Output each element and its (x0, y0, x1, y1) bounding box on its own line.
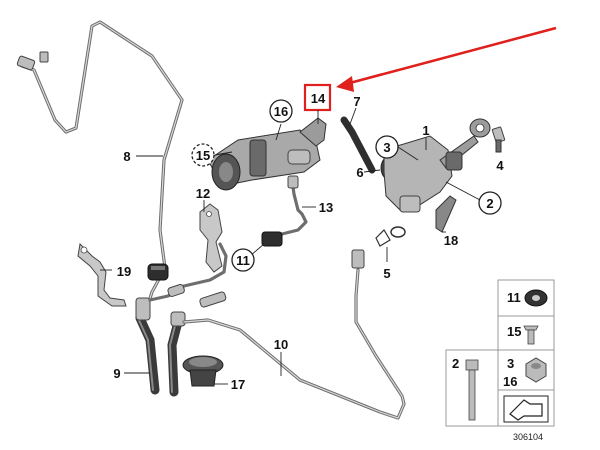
callout-circle-15 (191, 143, 215, 167)
bracket-part-19 (77, 242, 127, 307)
highlight-box (303, 83, 332, 112)
leader-16 (275, 123, 282, 141)
legend-label-3: 3 (507, 356, 514, 371)
label-12: 12 (196, 186, 210, 201)
label-6: 6 (356, 165, 363, 180)
clip-part-5 (375, 226, 406, 247)
label-8: 8 (123, 149, 130, 164)
leader-7 (349, 107, 357, 125)
label-10: 10 (274, 337, 288, 352)
label-11: 11 (236, 253, 250, 268)
plate-part-18 (435, 195, 457, 233)
label-13: 13 (319, 200, 333, 215)
highlight-arrow (336, 26, 557, 92)
grommet (147, 263, 169, 281)
fastener-legend (445, 279, 555, 427)
label-4: 4 (496, 158, 504, 173)
label-7: 7 (353, 94, 360, 109)
legend-label-2: 2 (452, 356, 459, 371)
label-18: 18 (444, 233, 458, 248)
label-9: 9 (113, 366, 120, 381)
bolt-part-4 (491, 126, 506, 153)
legend-label-15: 15 (507, 324, 521, 339)
callout-circle-2 (478, 191, 502, 215)
legend-label-16: 16 (503, 374, 517, 389)
label-19: 19 (117, 264, 131, 279)
hose-part-9 (135, 297, 186, 397)
leader-3 (397, 146, 419, 161)
label-15: 15 (196, 148, 210, 163)
callout-circle-16 (269, 99, 293, 123)
legend-label-11: 11 (507, 290, 521, 305)
label-2: 2 (486, 196, 493, 211)
label-1: 1 (422, 123, 429, 138)
leader-15 (214, 151, 233, 156)
hose-part-7 (340, 116, 376, 174)
label-17: 17 (231, 377, 245, 392)
label-14: 14 (311, 91, 326, 106)
callout-circle-11 (231, 248, 255, 272)
mount-part-17 (182, 355, 224, 387)
pipe-part-10 (148, 242, 406, 420)
leader-2 (445, 181, 481, 201)
callout-circle-3 (375, 135, 399, 159)
slave-cylinder-part-14 (207, 117, 327, 191)
master-cylinder-part-1 (383, 118, 491, 213)
pipe-part-8 (16, 20, 184, 310)
bracket-part-12 (199, 203, 223, 273)
label-5: 5 (383, 266, 390, 281)
diagram-number: 306104 (513, 432, 543, 442)
pipe-part-13 (261, 175, 308, 247)
leader-6 (363, 169, 381, 173)
label-3: 3 (383, 140, 390, 155)
label-16: 16 (274, 104, 288, 119)
